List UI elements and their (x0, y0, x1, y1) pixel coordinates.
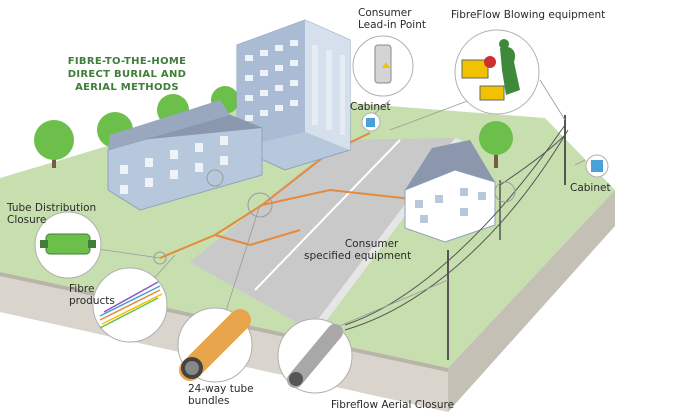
aerial-closure-callout (277, 318, 353, 394)
label-fibre-products: Fibre products (69, 283, 115, 307)
label-fibreflow-blowing: FibreFlow Blowing equipment (451, 9, 606, 21)
terraced-house (107, 100, 263, 211)
lead-in-callout (352, 35, 414, 97)
label-tube-distribution: Tube Distribution Closure (7, 202, 97, 226)
label-aerial-closure: Fibreflow Aerial Closure (331, 399, 455, 411)
blowing-equipment-callout (454, 29, 540, 115)
label-consumer-equipment: Consumer specified equipment (304, 238, 412, 262)
diagram-title: FIBRE-TO-THE-HOME DIRECT BURIAL AND AERI… (52, 55, 202, 94)
label-tube-bundles: 24-way tube bundles (188, 383, 254, 407)
label-consumer-lead-in: Consumer Lead-in Point (358, 7, 426, 31)
fibre-products-callout (92, 267, 168, 343)
title-line-1: FIBRE-TO-THE-HOME (67, 56, 187, 67)
center-cabinet-marker (361, 112, 381, 132)
title-line-3: AERIAL METHODS (75, 82, 179, 93)
label-cabinet-center: Cabinet (350, 101, 391, 113)
detached-house (404, 140, 496, 243)
aerial-line (344, 115, 569, 360)
label-cabinet-right: Cabinet (570, 182, 611, 194)
tube-bundles-callout (177, 307, 253, 383)
title-line-2: DIRECT BURIAL AND (67, 69, 187, 80)
marker-circles (153, 169, 516, 265)
tube-closure-callout (34, 211, 102, 279)
right-cabinet-marker (585, 154, 609, 178)
